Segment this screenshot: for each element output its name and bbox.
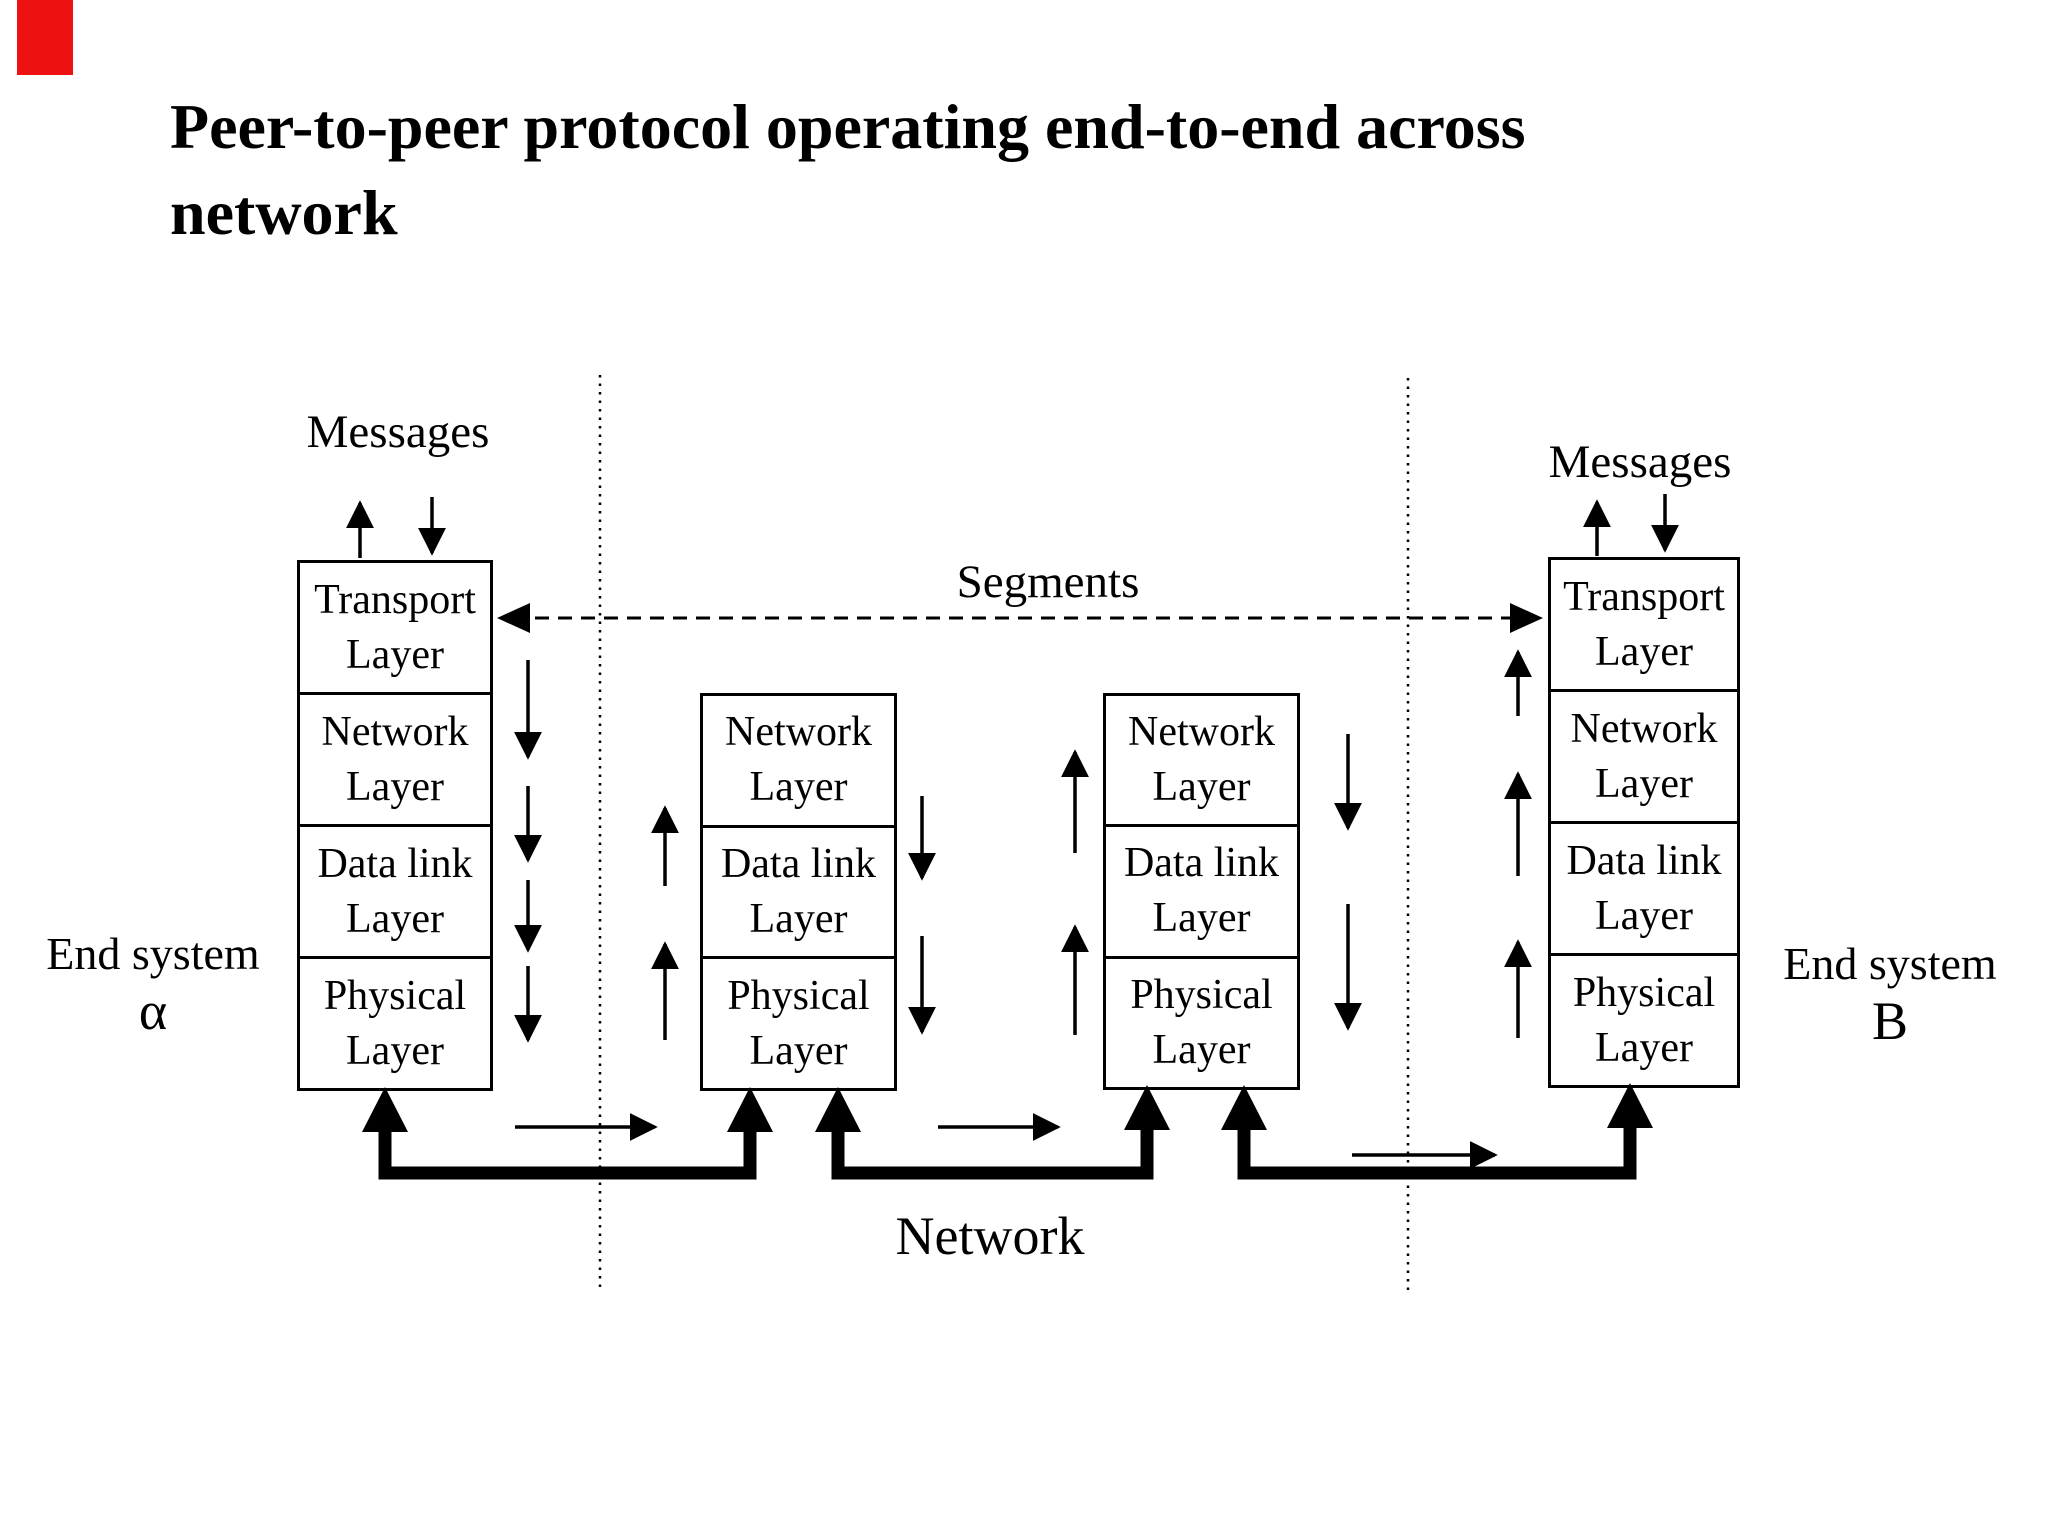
layer-box-network: Network Layer xyxy=(703,696,894,825)
layer-label: Layer xyxy=(346,631,444,678)
bus-up-arrowhead-icon xyxy=(1607,1083,1653,1128)
end-system-b-line2: B xyxy=(1871,991,1909,1051)
bus-up-arrowhead-icon xyxy=(815,1087,861,1132)
layer-label: Layer xyxy=(1152,1026,1251,1073)
layer-label: Layer xyxy=(346,763,444,810)
layer-label: Transport xyxy=(1563,573,1725,620)
bus-connector-2 xyxy=(831,1126,1154,1180)
layer-box-data-link: Data link Layer xyxy=(703,824,894,957)
layer-label: Layer xyxy=(749,1027,848,1074)
bus-up-arrowhead-icon xyxy=(362,1087,408,1132)
layer-box-data-link: Data link Layer xyxy=(300,824,490,956)
layer-box-data-link: Data link Layer xyxy=(1106,824,1297,955)
layer-label: Physical xyxy=(1572,969,1716,1016)
layer-label: Data link xyxy=(317,840,473,887)
segments-label: Segments xyxy=(956,556,1140,608)
layer-label: Network xyxy=(1128,709,1275,756)
bus-connector-1 xyxy=(378,1126,757,1180)
layer-label: Layer xyxy=(1595,760,1693,807)
layer-label: Network xyxy=(1570,705,1718,752)
protocol-stack-router2: Network Layer Data link Layer Physical L… xyxy=(1103,693,1300,1090)
layer-label: Physical xyxy=(323,972,467,1019)
layer-label: Network xyxy=(725,709,872,756)
layer-label: Layer xyxy=(346,895,444,942)
layer-label: Layer xyxy=(749,896,848,942)
layer-box-physical: Physical Layer xyxy=(300,956,490,1088)
end-system-b-label: End system B xyxy=(1755,938,2025,1052)
end-system-alpha-label: End system α xyxy=(18,928,288,1042)
layer-box-physical: Physical Layer xyxy=(1106,955,1297,1087)
segments-right-arrowhead-icon xyxy=(1510,603,1543,633)
layer-box-transport: Transport Layer xyxy=(300,563,490,692)
layer-box-network: Network Layer xyxy=(300,692,490,824)
end-system-b-line1: End system xyxy=(1783,938,1997,989)
layer-label: Physical xyxy=(1130,971,1273,1018)
protocol-stack-end-system-alpha: Transport Layer Network Layer Data link … xyxy=(297,560,493,1091)
page-title-line2: network xyxy=(170,177,398,248)
bus-up-arrowhead-icon xyxy=(727,1087,773,1132)
layer-label: Layer xyxy=(1595,628,1693,675)
layer-label: Network xyxy=(321,708,469,755)
layer-box-data-link: Data link Layer xyxy=(1551,821,1737,953)
layer-label: Data link xyxy=(1123,840,1280,887)
bus-up-arrowhead-icon xyxy=(1124,1085,1170,1130)
layer-label: Layer xyxy=(1152,895,1251,942)
layer-label: Layer xyxy=(1595,892,1693,939)
layer-label: Layer xyxy=(1595,1024,1693,1071)
protocol-stack-end-system-b: Transport Layer Network Layer Data link … xyxy=(1548,557,1740,1088)
messages-label-right: Messages xyxy=(1548,436,1732,488)
end-system-alpha-line1: End system xyxy=(46,928,260,979)
red-corner-marker xyxy=(17,0,73,75)
page-title-line1: Peer-to-peer protocol operating end-to-e… xyxy=(170,91,1526,162)
bus-up-arrowhead-icon xyxy=(1221,1085,1267,1130)
layer-box-network: Network Layer xyxy=(1551,689,1737,821)
network-label: Network xyxy=(895,1206,1085,1266)
layer-box-network: Network Layer xyxy=(1106,696,1297,824)
messages-label-left: Messages xyxy=(306,406,490,458)
protocol-stack-router1: Network Layer Data link Layer Physical L… xyxy=(700,693,897,1091)
page-title: Peer-to-peer protocol operating end-to-e… xyxy=(170,84,1770,256)
layer-label: Transport xyxy=(314,576,476,623)
bus-connector-3 xyxy=(1237,1126,1637,1180)
segments-left-arrowhead-icon xyxy=(497,603,530,633)
layer-box-transport: Transport Layer xyxy=(1551,560,1737,689)
layer-label: Data link xyxy=(720,841,877,887)
layer-label: Layer xyxy=(1152,764,1251,811)
layer-label: Layer xyxy=(749,764,848,811)
layer-label: Data link xyxy=(1566,837,1722,884)
layer-box-physical: Physical Layer xyxy=(1551,953,1737,1085)
end-system-alpha-line2: α xyxy=(138,981,168,1041)
layer-label: Physical xyxy=(727,972,870,1019)
layer-label: Layer xyxy=(346,1027,444,1074)
layer-box-physical: Physical Layer xyxy=(703,956,894,1088)
